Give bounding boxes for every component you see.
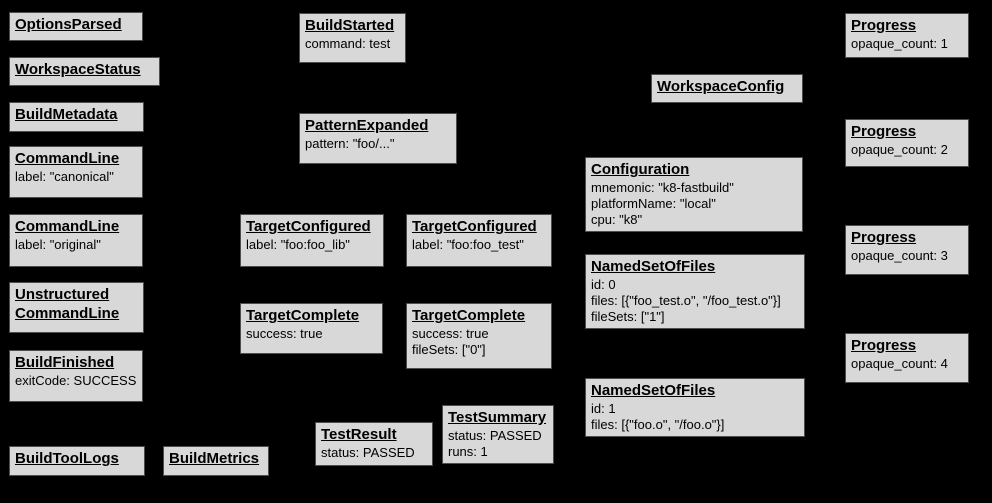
box-field: fileSets: ["0"] (412, 342, 486, 357)
box-title: NamedSetOfFiles (591, 382, 716, 399)
box-field: mnemonic: "k8-fastbuild" (591, 179, 734, 195)
event-box-target-complete-foo-test: TargetComplete success: true fileSets: [… (406, 303, 552, 369)
box-field: files: [{"foo.o", "/foo.o"}] (591, 417, 725, 432)
box-title: TargetComplete (412, 307, 526, 324)
event-box-test-summary: TestSummary status: PASSED runs: 1 (442, 405, 554, 464)
event-box-test-result: TestResult status: PASSED (315, 422, 433, 466)
box-field: label: "original" (15, 236, 101, 252)
event-box-options-parsed: OptionsParsed (9, 12, 143, 41)
box-title: Progress (851, 229, 917, 246)
box-field: exitCode: SUCCESS (15, 372, 137, 388)
box-title-line2: CommandLine (15, 304, 120, 322)
event-box-build-tool-logs: BuildToolLogs (9, 446, 145, 476)
event-box-workspace-config: WorkspaceConfig (651, 74, 803, 103)
box-title: BuildStarted (305, 17, 395, 34)
box-title: CommandLine (15, 218, 120, 235)
box-title: Progress (851, 17, 917, 34)
box-title: CommandLine (15, 150, 120, 167)
box-title: Unstructured (15, 286, 110, 303)
box-field: status: PASSED (321, 444, 415, 460)
event-box-build-metadata: BuildMetadata (9, 102, 144, 132)
box-field: pattern: "foo/..." (305, 135, 395, 151)
box-field: opaque_count: 3 (851, 247, 948, 263)
box-field: success: true (412, 325, 489, 341)
box-title: Progress (851, 337, 917, 354)
box-title: BuildFinished (15, 354, 115, 371)
box-title: TargetConfigured (246, 218, 371, 235)
box-field: runs: 1 (448, 444, 488, 459)
event-box-progress-4: Progress opaque_count: 4 (845, 333, 969, 383)
event-box-progress-3: Progress opaque_count: 3 (845, 225, 969, 275)
box-field: label: "foo:foo_lib" (246, 236, 350, 252)
event-box-progress-2: Progress opaque_count: 2 (845, 119, 969, 167)
box-field: label: "foo:foo_test" (412, 236, 524, 252)
event-box-target-complete-foo-lib: TargetComplete success: true (240, 303, 383, 354)
box-title: Progress (851, 123, 917, 140)
box-title: NamedSetOfFiles (591, 258, 716, 275)
event-box-build-metrics: BuildMetrics (163, 446, 269, 476)
box-field: id: 0 (591, 276, 616, 292)
box-field: cpu: "k8" (591, 212, 643, 228)
event-box-build-started: BuildStarted command: test (299, 13, 406, 63)
box-field: opaque_count: 4 (851, 355, 948, 371)
box-field: platformName: "local" (591, 196, 716, 211)
box-field: id: 1 (591, 400, 616, 416)
event-box-progress-1: Progress opaque_count: 1 (845, 13, 969, 58)
event-box-build-finished: BuildFinished exitCode: SUCCESS (9, 350, 143, 402)
event-box-pattern-expanded: PatternExpanded pattern: "foo/..." (299, 113, 457, 164)
box-title: OptionsParsed (15, 16, 122, 33)
box-field: files: [{"foo_test.o", "/foo_test.o"}] (591, 293, 781, 308)
event-box-unstructured-command-line: Unstructured CommandLine (9, 282, 144, 333)
box-field: opaque_count: 1 (851, 35, 948, 51)
event-box-named-set-of-files-1: NamedSetOfFiles id: 1 files: [{"foo.o", … (585, 378, 805, 437)
event-box-command-line-original: CommandLine label: "original" (9, 214, 143, 267)
box-title: BuildMetrics (169, 450, 260, 467)
box-title: BuildMetadata (15, 106, 118, 123)
box-field: label: "canonical" (15, 168, 114, 184)
box-field: opaque_count: 2 (851, 141, 948, 157)
event-box-target-configured-foo-lib: TargetConfigured label: "foo:foo_lib" (240, 214, 384, 267)
event-box-configuration: Configuration mnemonic: "k8-fastbuild" p… (585, 157, 803, 232)
box-title: TargetComplete (246, 307, 360, 324)
box-field: command: test (305, 35, 391, 51)
box-title: BuildToolLogs (15, 450, 119, 467)
box-field: success: true (246, 325, 323, 341)
box-title: WorkspaceStatus (15, 61, 141, 78)
box-title: TargetConfigured (412, 218, 537, 235)
event-box-workspace-status: WorkspaceStatus (9, 57, 160, 86)
box-title: PatternExpanded (305, 117, 429, 134)
box-field: status: PASSED (448, 427, 542, 443)
box-title: WorkspaceConfig (657, 78, 785, 95)
event-box-command-line-canonical: CommandLine label: "canonical" (9, 146, 143, 198)
event-box-target-configured-foo-test: TargetConfigured label: "foo:foo_test" (406, 214, 552, 267)
box-title: Configuration (591, 161, 690, 178)
box-title: TestSummary (448, 409, 547, 426)
box-title: TestResult (321, 426, 397, 443)
event-box-named-set-of-files-0: NamedSetOfFiles id: 0 files: [{"foo_test… (585, 254, 805, 329)
box-field: fileSets: ["1"] (591, 309, 665, 325)
